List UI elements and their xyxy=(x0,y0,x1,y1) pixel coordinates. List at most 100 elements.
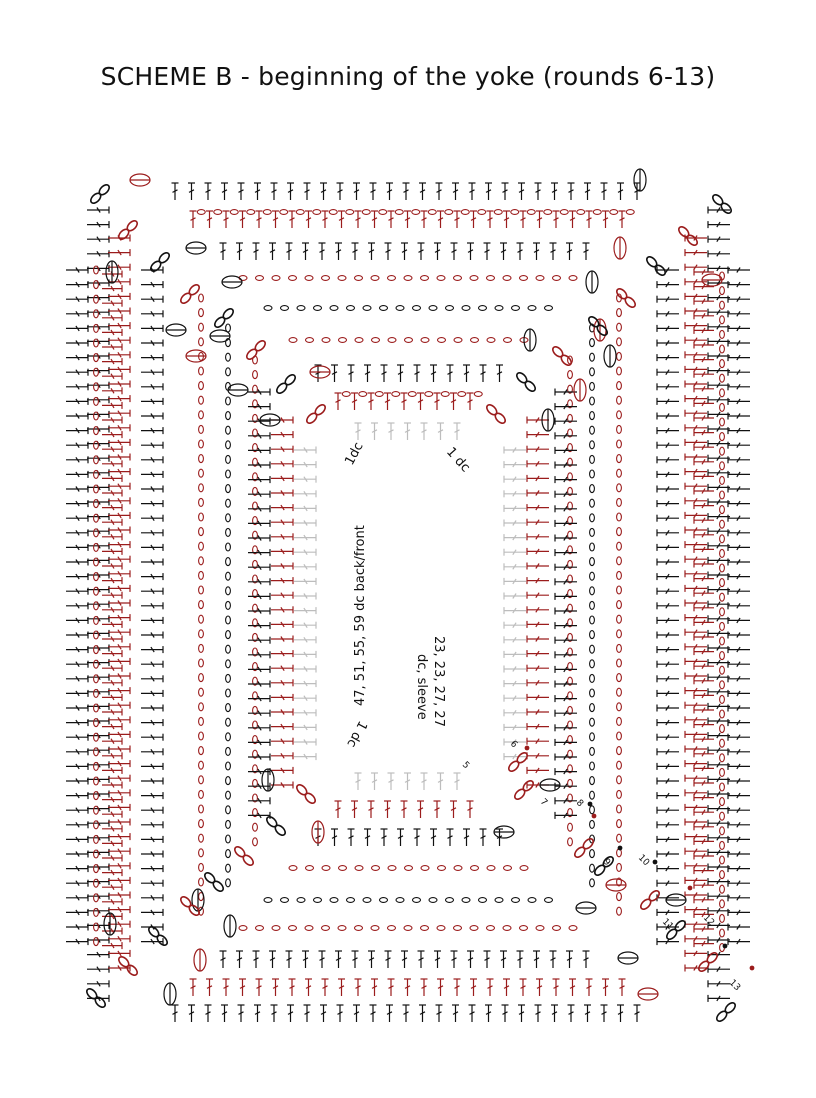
chain-stitch xyxy=(589,790,595,800)
dc-stitch xyxy=(693,356,714,364)
dc-stitch xyxy=(351,800,358,818)
dc-stitch xyxy=(294,504,317,512)
chain-stitch xyxy=(567,705,573,715)
dc-stitch xyxy=(108,468,131,476)
dc-stitch xyxy=(108,906,131,914)
dc-stitch xyxy=(693,443,714,451)
dc-stitch xyxy=(656,412,679,420)
dc-stitch xyxy=(66,646,89,654)
dc-stitch xyxy=(727,908,750,916)
dc-stitch xyxy=(189,210,197,228)
dc-stitch xyxy=(519,210,527,228)
chain-stitch xyxy=(252,384,258,394)
dc-stitch xyxy=(236,242,243,260)
chain-stitch xyxy=(616,760,622,770)
dc-stitch xyxy=(204,1004,212,1022)
dc-stitch xyxy=(294,548,317,556)
dc-stitch xyxy=(430,828,437,846)
chain-stitch xyxy=(225,586,231,596)
dc-stitch xyxy=(656,704,679,712)
dc-stitch xyxy=(435,182,443,200)
chain-stitch xyxy=(461,305,471,311)
dc-stitch xyxy=(727,646,750,654)
chain-stitch xyxy=(567,662,573,672)
chain-stitch xyxy=(93,937,99,947)
dc-stitch xyxy=(66,660,89,668)
dc-stitch xyxy=(294,621,317,629)
dc-stitch xyxy=(503,978,510,996)
chain-stitch xyxy=(589,805,595,815)
dc-stitch xyxy=(302,950,309,968)
dc-stitch xyxy=(397,364,404,382)
chain-stitch xyxy=(252,749,258,759)
dc-stitch xyxy=(102,650,123,658)
dc-stitch xyxy=(87,250,110,258)
chain-stitch xyxy=(213,209,223,215)
chain-stitch xyxy=(510,897,521,903)
dc-stitch xyxy=(66,923,89,931)
dc-stitch xyxy=(141,412,164,420)
dc-stitch xyxy=(269,950,276,968)
chain-stitch xyxy=(198,512,204,522)
chain-stitch xyxy=(719,607,725,617)
dc-stitch xyxy=(727,719,750,727)
stitch-ring xyxy=(252,337,573,871)
dc-stitch xyxy=(526,635,549,643)
dc-stitch xyxy=(255,210,263,228)
dc-stitch xyxy=(463,364,470,382)
dc-stitch xyxy=(108,789,131,797)
dc-stitch xyxy=(727,397,750,405)
dc-stitch xyxy=(554,490,577,498)
dc-stitch xyxy=(294,694,317,702)
chain-stitch xyxy=(93,396,99,406)
chain-stitch xyxy=(93,907,99,917)
dc-stitch xyxy=(727,879,750,887)
chain-stitch xyxy=(252,778,258,788)
dc-stitch xyxy=(108,672,131,680)
dc-stitch xyxy=(693,516,714,524)
chain-stitch xyxy=(225,396,231,406)
dc-stitch xyxy=(102,562,123,570)
dc-stitch xyxy=(102,387,123,395)
dc-stitch xyxy=(707,527,730,535)
dc-stitch xyxy=(656,339,679,347)
chain-stitch xyxy=(93,265,99,275)
chain-stitch xyxy=(198,527,204,537)
dc-stitch xyxy=(271,577,294,585)
chain-stitch xyxy=(559,209,569,215)
dc-stitch xyxy=(285,950,293,968)
dc-stitch xyxy=(503,446,526,454)
chain-stitch xyxy=(719,519,725,529)
dc-stitch xyxy=(707,352,730,360)
dc-stitch xyxy=(248,461,271,469)
chain-stitch xyxy=(198,643,204,653)
dc-stitch xyxy=(66,266,89,274)
chain-stitch xyxy=(225,878,231,888)
chain-stitch xyxy=(387,865,397,871)
dc-stitch xyxy=(171,182,179,200)
dc-stitch xyxy=(102,474,123,482)
chain-stitch xyxy=(719,432,725,442)
dc-stitch xyxy=(727,777,750,785)
chain-stitch xyxy=(93,294,99,304)
dc-stitch xyxy=(656,587,679,595)
chain-stitch xyxy=(198,760,204,770)
dc-stitch xyxy=(693,852,714,860)
dc-stitch xyxy=(707,673,730,681)
dc-stitch xyxy=(727,412,750,420)
dc-stitch xyxy=(294,577,317,585)
dc-stitch xyxy=(271,474,294,482)
dc-stitch xyxy=(204,182,212,200)
dc-stitch xyxy=(102,591,123,599)
chain-stitch xyxy=(567,501,573,511)
dc-stitch xyxy=(656,310,679,318)
chain-stitch xyxy=(353,275,364,281)
dc-stitch xyxy=(684,292,707,300)
dc-stitch xyxy=(707,863,730,871)
dc-stitch xyxy=(141,748,164,756)
dc-stitch xyxy=(141,631,164,639)
chain-stitch xyxy=(616,497,622,507)
chain-stitch xyxy=(411,209,421,215)
chain-stitch xyxy=(567,778,573,788)
chain-stitch xyxy=(229,209,239,215)
